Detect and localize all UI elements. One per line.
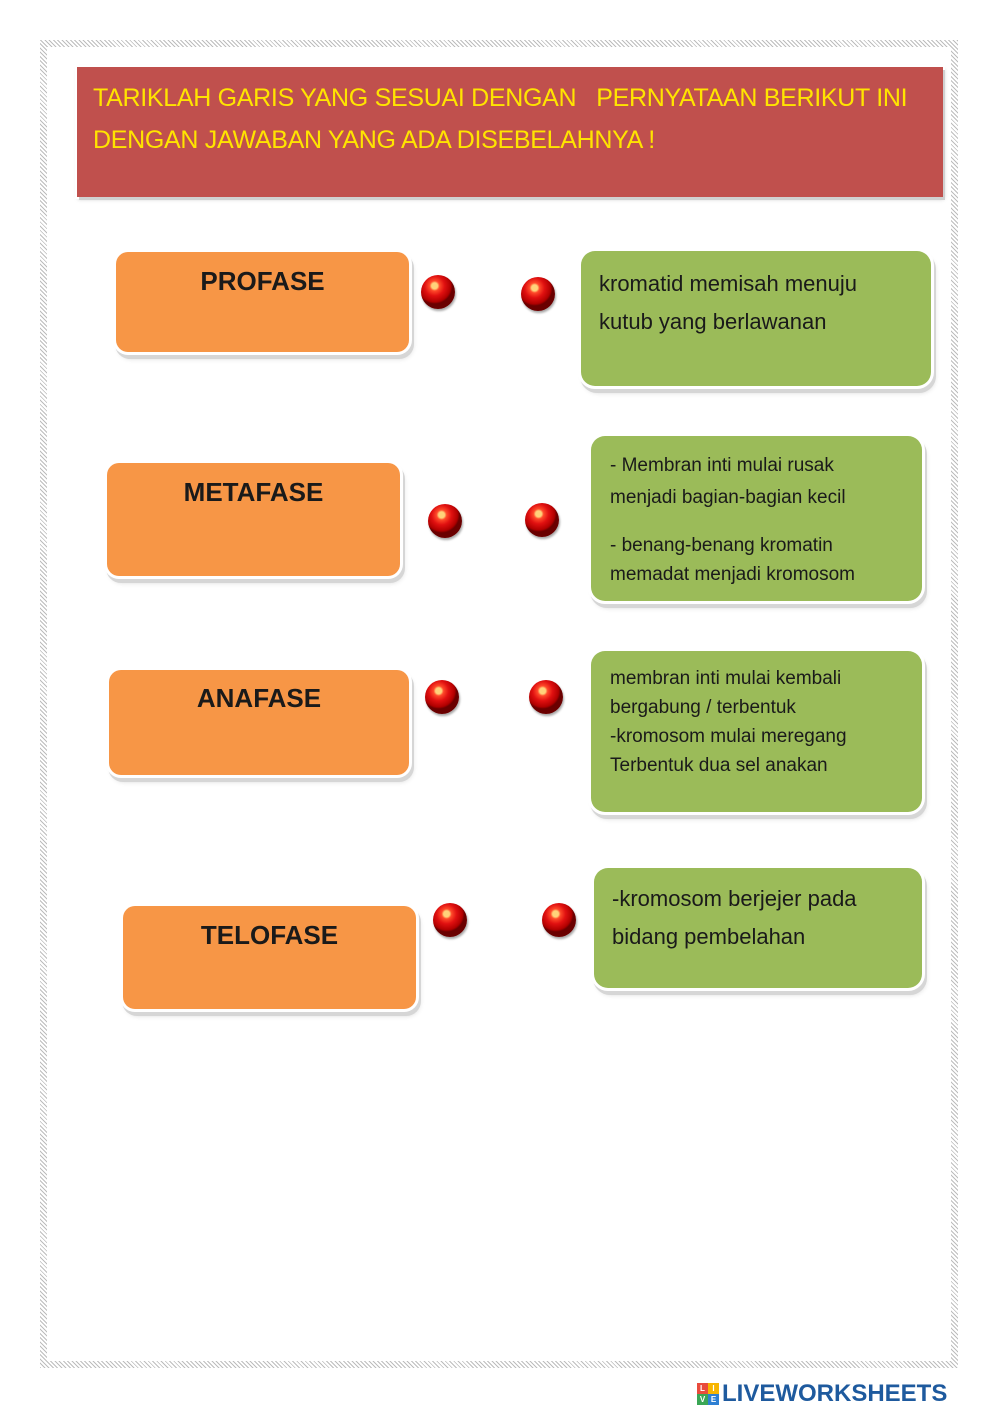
instruction-banner: TARIKLAH GARIS YANG SESUAI DENGAN PERNYA… <box>77 67 943 197</box>
term-label: ANAFASE <box>196 683 322 713</box>
term-dot-profase[interactable] <box>421 275 455 309</box>
answer-line: -kromosom mulai meregang <box>610 726 847 747</box>
term-box-anafase: ANAFASE <box>109 670 409 775</box>
brand-name: LIVEWORKSHEETS <box>722 1380 948 1407</box>
answer-box-3: membran inti mulai kembali bergabung / t… <box>591 651 922 812</box>
answer-line: -kromosom berjejer pada <box>612 886 857 911</box>
instruction-line-1: TARIKLAH GARIS YANG SESUAI DENGAN PERNYA… <box>93 84 908 112</box>
term-box-telofase: TELOFASE <box>123 906 416 1009</box>
term-dot-anafase[interactable] <box>425 680 459 714</box>
answer-line: bergabung / terbentuk <box>610 697 796 718</box>
term-box-metafase: METAFASE <box>107 463 400 576</box>
answer-line: menjadi bagian-bagian kecil <box>610 487 846 508</box>
answer-line: Terbentuk dua sel anakan <box>610 755 828 776</box>
answer-dot-1[interactable] <box>521 277 555 311</box>
answer-box-2: - Membran inti mulai rusak menjadi bagia… <box>591 436 922 601</box>
instruction-line-2: DENGAN JAWABAN YANG ADA DISEBELAHNYA ! <box>93 126 655 154</box>
answer-line: - Membran inti mulai rusak <box>610 455 834 476</box>
answer-line: kromatid memisah menuju <box>599 271 857 296</box>
term-dot-telofase[interactable] <box>433 903 467 937</box>
answer-box-1: kromatid memisah menuju kutub yang berla… <box>581 251 931 386</box>
answer-line: bidang pembelahan <box>612 924 806 949</box>
answer-line: kutub yang berlawanan <box>599 309 827 334</box>
term-label: METAFASE <box>183 477 324 507</box>
term-label: PROFASE <box>200 266 325 296</box>
answer-line: membran inti mulai kembali <box>610 668 842 689</box>
answer-line: - benang-benang kromatin <box>610 535 833 556</box>
term-box-profase: PROFASE <box>116 252 409 352</box>
logo-mark-icon: L I V E <box>697 1383 719 1405</box>
term-dot-metafase[interactable] <box>428 504 462 538</box>
answer-dot-2[interactable] <box>525 503 559 537</box>
answer-dot-4[interactable] <box>542 903 576 937</box>
answer-box-4: -kromosom berjejer pada bidang pembelaha… <box>594 868 922 988</box>
term-label: TELOFASE <box>200 920 339 950</box>
answer-dot-3[interactable] <box>529 680 563 714</box>
liveworksheets-logo: L I V E LIVEWORKSHEETS <box>697 1380 947 1408</box>
answer-line: memadat menjadi kromosom <box>610 564 855 585</box>
